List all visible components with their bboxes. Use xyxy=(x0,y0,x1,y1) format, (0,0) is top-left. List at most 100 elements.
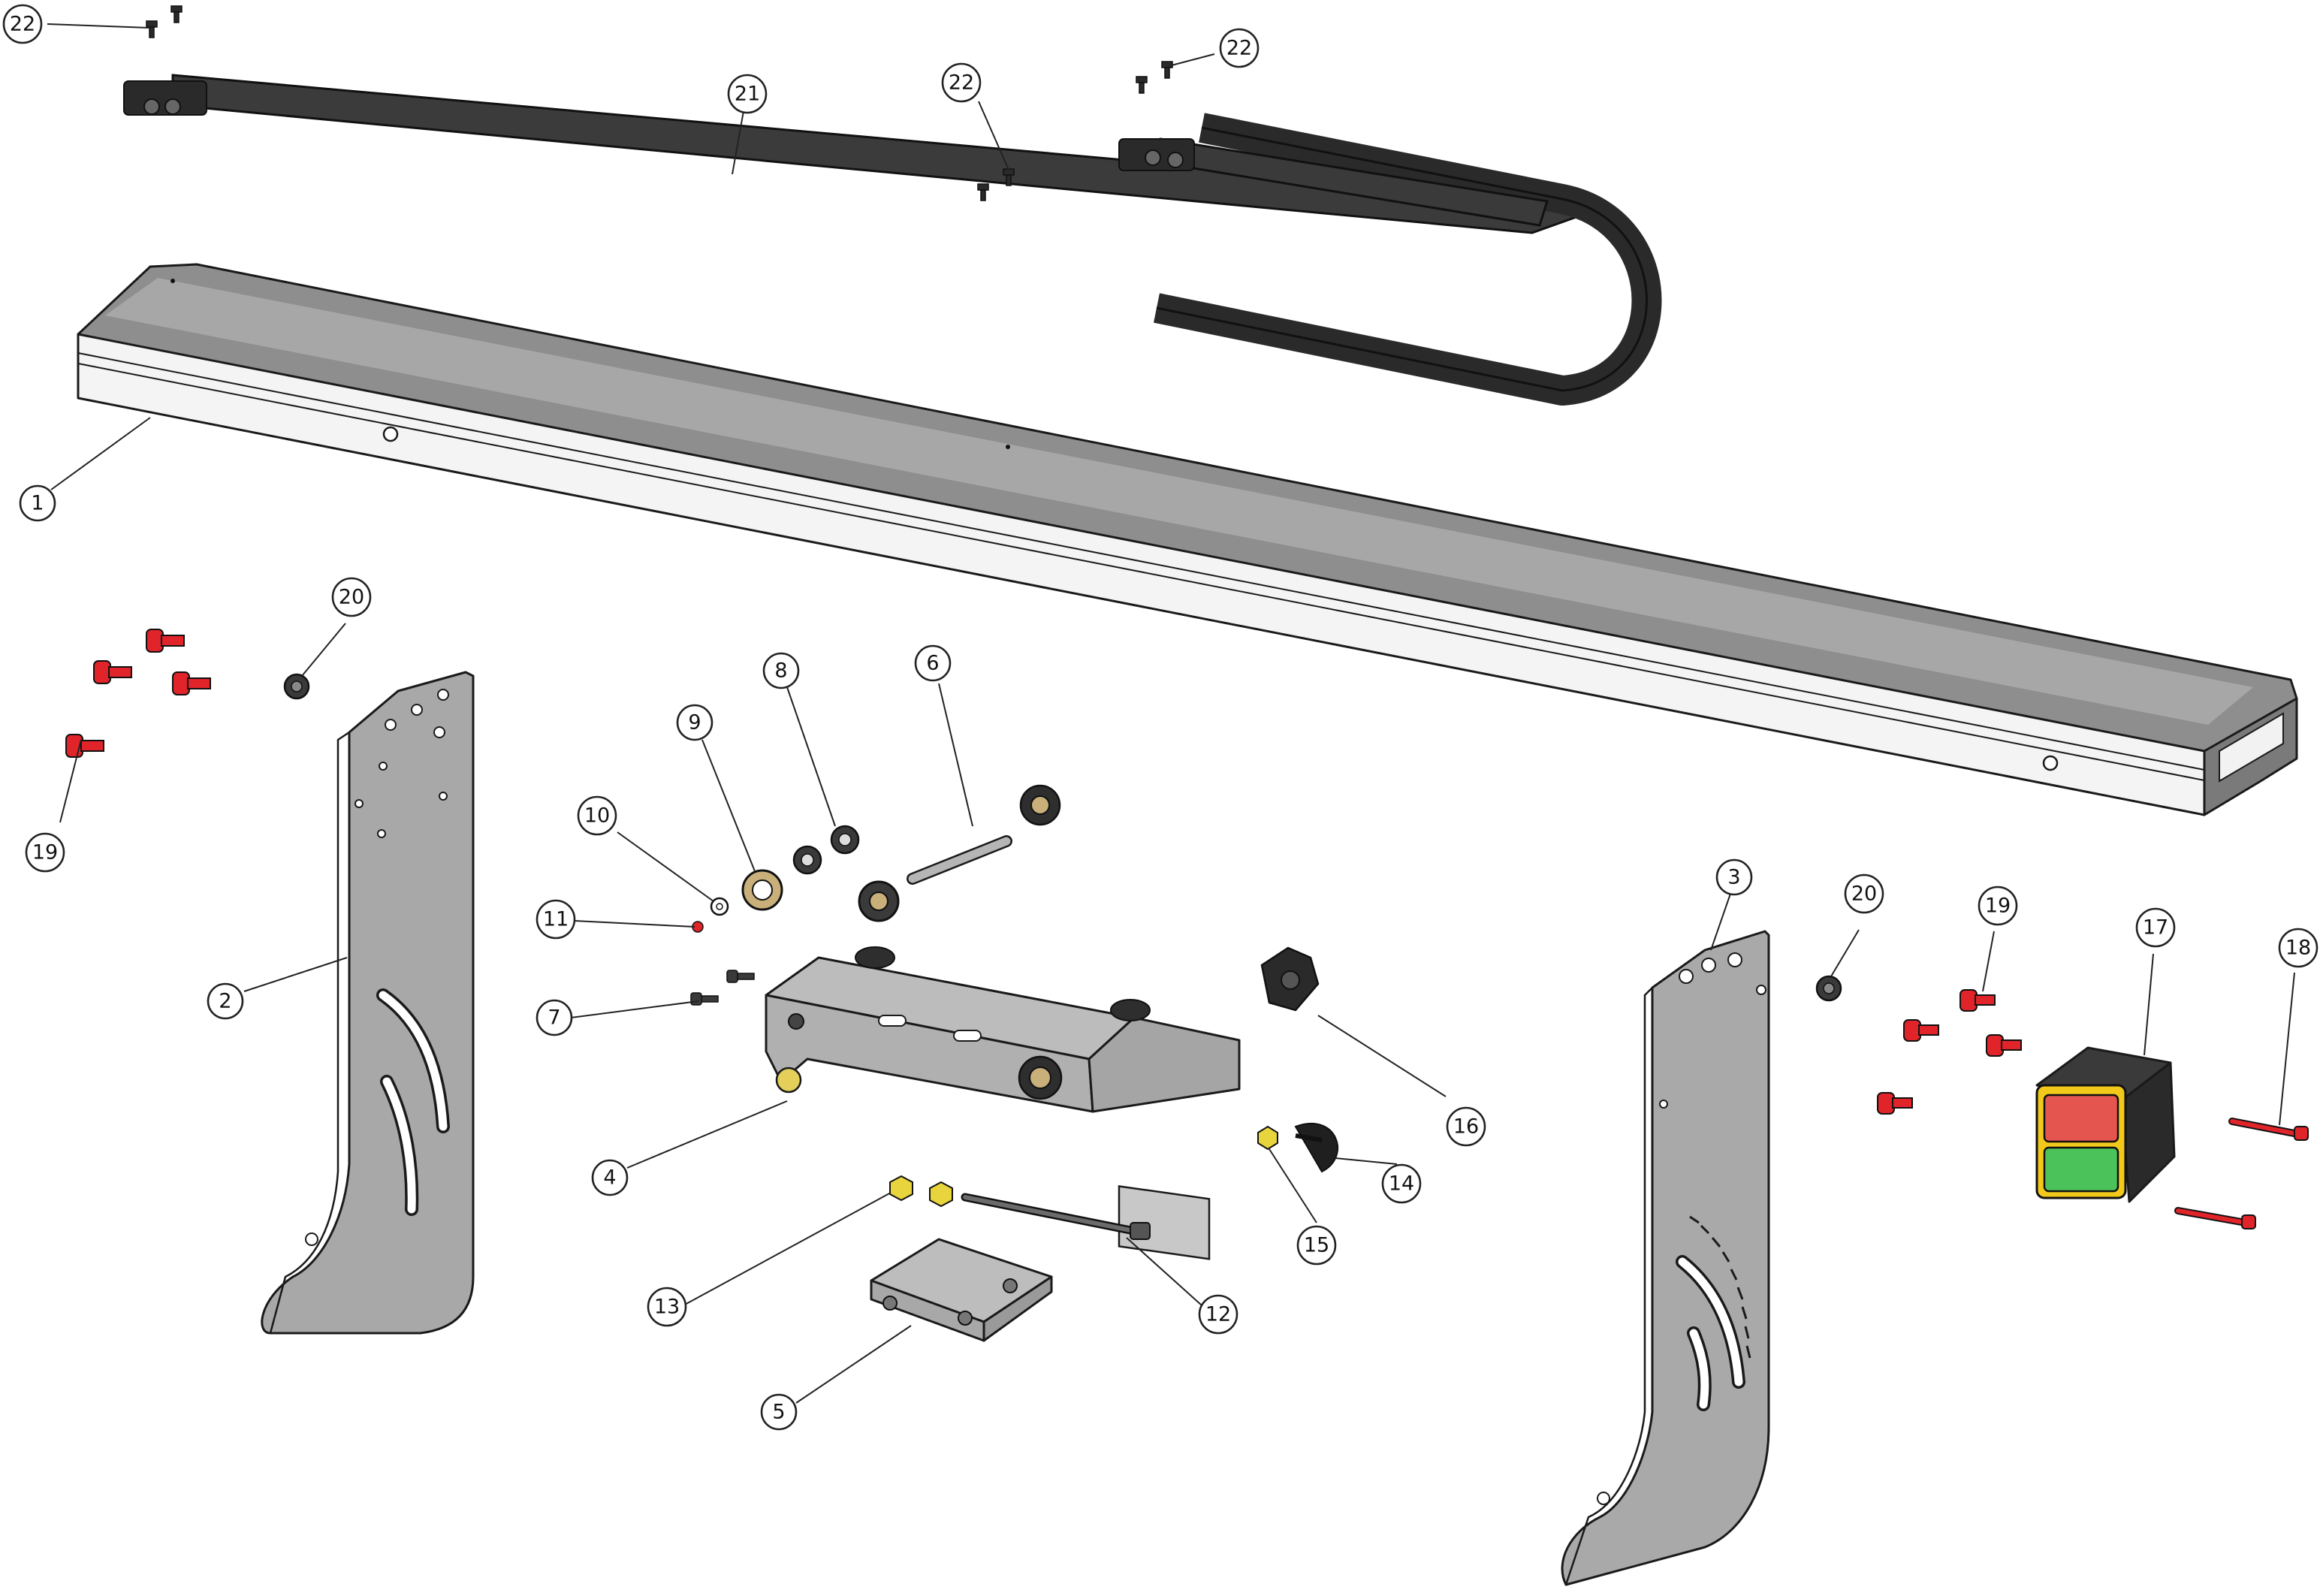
part-20b-nut-bore xyxy=(1823,982,1835,994)
carriage-top-wheel xyxy=(855,946,895,969)
left-plate-slot-1-inner xyxy=(379,991,448,1131)
bracket-hole xyxy=(958,1311,973,1326)
part-19-screws xyxy=(65,629,2022,1115)
screw-7-head xyxy=(690,992,702,1006)
part-18-bolts xyxy=(2174,1118,2309,1229)
chain-pin-4 xyxy=(1167,152,1184,168)
red-screw-5 xyxy=(1959,989,1996,1012)
part-5-bracket xyxy=(870,1238,1053,1342)
callout-1-label: 1 xyxy=(31,492,44,515)
rail-end-slot xyxy=(2219,712,2284,783)
knob-14-cap xyxy=(1294,1123,1338,1173)
leader-1 xyxy=(50,417,151,490)
leader-12 xyxy=(1126,1237,1202,1306)
leader-13 xyxy=(683,1192,891,1306)
bolt-12-head xyxy=(1130,1222,1151,1240)
leader-20b xyxy=(1830,929,1860,977)
chain-pin-3 xyxy=(1145,149,1161,166)
part-13-nuts xyxy=(889,1175,953,1208)
screw-head-5 xyxy=(1003,168,1015,176)
leader-7 xyxy=(570,1000,699,1018)
screw-head-4 xyxy=(1136,76,1148,83)
callout-18: 18 xyxy=(2278,928,2318,968)
callout-11: 11 xyxy=(536,899,576,940)
callout-bubbles: 1 2 3 4 5 6 7 8 9 10 11 12 13 14 15 16 1… xyxy=(2,4,2318,1431)
callout-2: 2 xyxy=(207,982,244,1020)
bearing-bore xyxy=(801,853,814,867)
rail-groove-line-2 xyxy=(77,363,2205,781)
left-plate-slot-2-inner xyxy=(382,1077,416,1214)
screw-7b-shank xyxy=(737,973,755,980)
right-plate-body xyxy=(1561,930,1770,1586)
part-7-screws xyxy=(690,970,755,1006)
red-screw-4 xyxy=(65,734,104,758)
part-1-rail xyxy=(77,263,2298,816)
knob-14-stem xyxy=(1295,1133,1323,1142)
right-plate-scale xyxy=(1689,1215,1751,1359)
part-9-bushing-bore xyxy=(752,879,773,901)
rail-hole xyxy=(382,426,399,442)
screw-shank-6 xyxy=(980,189,986,201)
callout-4: 4 xyxy=(591,1159,629,1196)
callout-3-label: 3 xyxy=(1727,866,1740,889)
rail-hole-end xyxy=(2042,755,2059,771)
callout-15: 15 xyxy=(1296,1225,1337,1266)
right-plate-hole-6 xyxy=(1597,1492,1610,1505)
red-screw-3 xyxy=(172,671,211,695)
callout-17-label: 17 xyxy=(2143,916,2168,940)
screw-shank-4 xyxy=(1139,82,1145,94)
leader-21 xyxy=(732,110,744,175)
leader-6 xyxy=(938,683,973,827)
part-8-bearing-bore xyxy=(838,833,852,846)
part-21-cable-chain xyxy=(123,74,1662,406)
plate-hole-9 xyxy=(305,1232,318,1246)
callout-9: 9 xyxy=(676,704,713,741)
callout-13: 13 xyxy=(647,1287,687,1327)
callout-10: 10 xyxy=(577,795,617,836)
callout-9-label: 9 xyxy=(688,711,701,735)
nut-13 xyxy=(889,1175,913,1202)
carriage-bushing xyxy=(775,1067,802,1094)
leader-22b xyxy=(978,101,1009,170)
leader-5 xyxy=(795,1325,912,1404)
bolt-12-body xyxy=(963,1195,1133,1232)
carriage-end-box xyxy=(1088,1016,1241,1113)
red-screw-2 xyxy=(93,660,132,684)
carriage-slot xyxy=(878,1015,907,1027)
callout-20b-label: 20 xyxy=(1851,882,1877,906)
rail-dot-mid xyxy=(1006,445,1010,449)
left-plate-body xyxy=(261,671,475,1335)
carriage-bracket xyxy=(1118,1184,1211,1260)
right-plate-hole xyxy=(1679,969,1694,984)
part-4-carriage xyxy=(765,946,1241,1260)
part-3-right-plate xyxy=(1561,930,1770,1586)
plate-hole-2 xyxy=(411,704,423,716)
part-14-knob xyxy=(1294,1123,1338,1173)
callout-6: 6 xyxy=(914,644,952,682)
callout-6-label: 6 xyxy=(926,652,939,675)
part-15-nut xyxy=(1257,1125,1278,1151)
bolt-18b-head xyxy=(2241,1214,2256,1229)
bolt-18b-body xyxy=(2176,1208,2248,1225)
leader-15 xyxy=(1269,1148,1317,1223)
switch-side xyxy=(2120,1061,2176,1203)
callout-22c-label: 22 xyxy=(1226,37,1252,60)
callout-14: 14 xyxy=(1381,1163,1422,1204)
bracket-hole-2 xyxy=(882,1296,898,1311)
right-plate-hole-2 xyxy=(1701,958,1716,973)
leader-3 xyxy=(1710,893,1731,951)
callout-19a-label: 19 xyxy=(32,841,58,864)
leader-19b xyxy=(1982,931,1995,992)
axle-wheel-hub xyxy=(1030,795,1050,815)
callout-7: 7 xyxy=(536,999,573,1036)
callout-2-label: 2 xyxy=(219,990,231,1013)
callout-15-label: 15 xyxy=(1304,1234,1329,1257)
switch-start-button xyxy=(2043,1146,2119,1193)
part-2-left-plate xyxy=(261,671,475,1335)
part-17-switch xyxy=(2035,1046,2176,1203)
bracket-right-wall xyxy=(982,1275,1053,1342)
chain-loop-edge xyxy=(1156,126,1648,392)
callout-12: 12 xyxy=(1198,1294,1238,1335)
callout-16: 16 xyxy=(1446,1106,1486,1147)
